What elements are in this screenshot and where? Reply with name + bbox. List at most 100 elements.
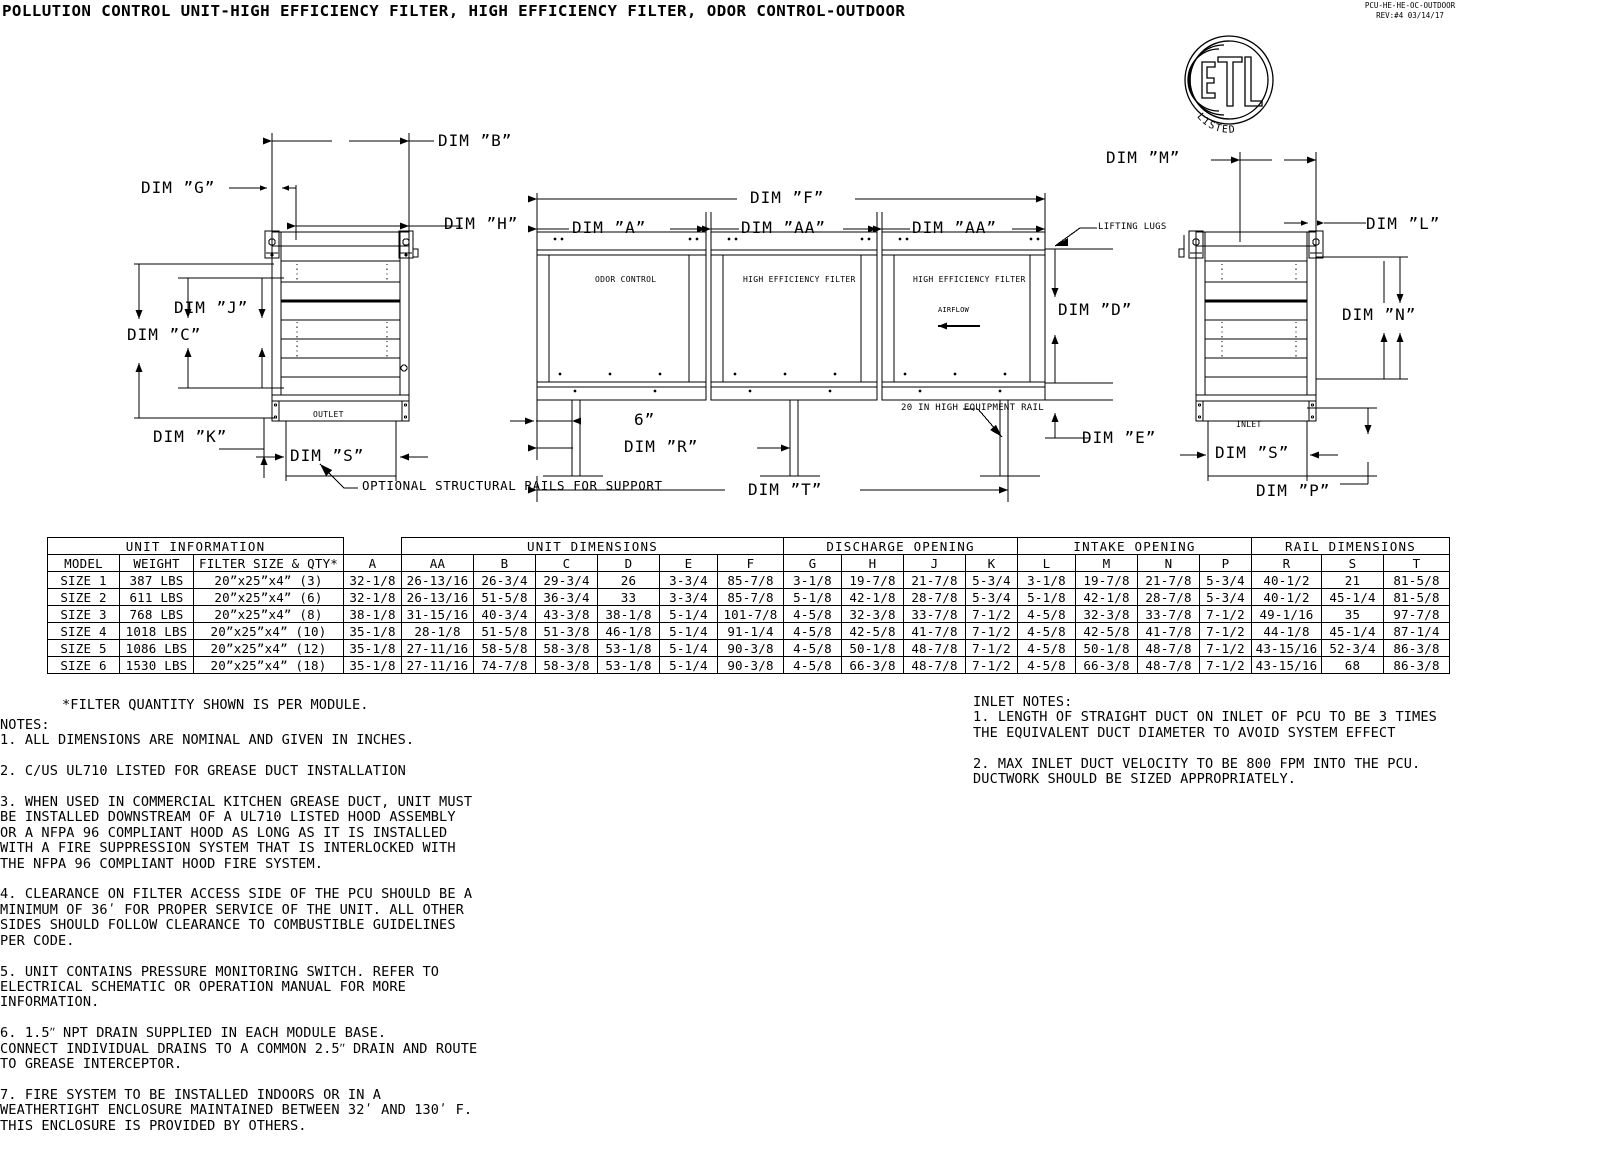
dim-label-m: DIM ”M” (1106, 148, 1181, 167)
table-cell: 4-5/8 (783, 605, 842, 623)
dim-label-aa-2: DIM ”AA” (912, 218, 998, 237)
table-column-header: J (903, 554, 966, 572)
table-cell: 38-1/8 (343, 605, 402, 623)
table-cell: 1086 LBS (119, 639, 194, 657)
lifting-lugs-label: LIFTING LUGS (1098, 222, 1167, 232)
table-cell: 86-3/8 (1383, 639, 1450, 657)
table-cell: 32-1/8 (343, 588, 402, 606)
table-cell: 35-1/8 (343, 622, 402, 640)
table-cell: 58-3/8 (535, 656, 598, 674)
table-cell: 5-3/4 (965, 588, 1018, 606)
dim-label-j: DIM ”J” (174, 298, 249, 317)
drawing-number-block: PCU-HE-HE-OC-OUTDOOR REV:#4 03/14/17 (1340, 1, 1480, 21)
table-cell: 7-1/2 (965, 605, 1018, 623)
table-group-header: UNIT INFORMATION (47, 537, 344, 555)
table-cell: 5-3/4 (1199, 588, 1252, 606)
table-cell: 44-1/8 (1251, 622, 1322, 640)
dim-label-e: DIM ”E” (1082, 428, 1157, 447)
table-cell: 20”x25”x4” (18) (193, 656, 344, 674)
table-cell: 36-3/4 (535, 588, 598, 606)
table-cell: 21-7/8 (903, 571, 966, 589)
table-column-header: MODEL (47, 554, 120, 572)
table-cell: 5-1/4 (659, 639, 718, 657)
table-cell: 41-7/8 (903, 622, 966, 640)
table-cell: 48-7/8 (1137, 656, 1200, 674)
table-cell: 35 (1321, 605, 1384, 623)
airflow-label: AIRFLOW (938, 306, 969, 314)
table-cell: 49-1/16 (1251, 605, 1322, 623)
table-cell: 3-1/8 (1017, 571, 1076, 589)
table-cell: SIZE 4 (47, 622, 120, 640)
table-column-header: E (659, 554, 718, 572)
dim-label-d: DIM ”D” (1058, 300, 1133, 319)
table-cell: 28-7/8 (1137, 588, 1200, 606)
table-column-header: G (783, 554, 842, 572)
table-column-header: WEIGHT (119, 554, 194, 572)
table-column-header: N (1137, 554, 1200, 572)
table-cell: 45-1/4 (1321, 622, 1384, 640)
table-cell: 58-5/8 (473, 639, 536, 657)
table-cell: 86-3/8 (1383, 656, 1450, 674)
table-cell: 50-1/8 (841, 639, 904, 657)
table-cell: 7-1/2 (1199, 605, 1252, 623)
table-cell: 40-1/2 (1251, 588, 1322, 606)
general-notes-block: NOTES: 1. ALL DIMENSIONS ARE NOMINAL AND… (0, 717, 478, 1134)
dim-label-b: DIM ”B” (438, 131, 513, 150)
table-cell: SIZE 6 (47, 656, 120, 674)
table-column-header: T (1383, 554, 1450, 572)
table-cell: 27-11/16 (401, 656, 474, 674)
module-label-high-efficiency-filter-1: HIGH EFFICIENCY FILTER (743, 275, 856, 284)
dim-label-s-inlet: DIM ”S” (1215, 443, 1290, 462)
optional-structural-rails-note: OPTIONAL STRUCTURAL RAILS FOR SUPPORT (362, 478, 663, 493)
table-column-header: S (1321, 554, 1384, 572)
table-cell: 26-13/16 (401, 571, 474, 589)
table-cell: 28-7/8 (903, 588, 966, 606)
dim-label-g: DIM ”G” (141, 178, 216, 197)
table-cell: 7-1/2 (965, 656, 1018, 674)
dim-label-k: DIM ”K” (153, 427, 228, 446)
table-cell: 41-7/8 (1137, 622, 1200, 640)
table-cell: 91-1/4 (717, 622, 784, 640)
dim-label-6-inch: 6” (634, 410, 656, 429)
table-cell: 50-1/8 (1075, 639, 1138, 657)
dim-label-n: DIM ”N” (1342, 305, 1417, 324)
table-cell: 51-3/8 (535, 622, 598, 640)
table-cell: 5-1/8 (1017, 588, 1076, 606)
table-cell: 3-1/8 (783, 571, 842, 589)
module-label-odor-control: ODOR CONTROL (595, 275, 657, 284)
table-cell: 46-1/8 (597, 622, 660, 640)
table-cell: 20”x25”x4” (12) (193, 639, 344, 657)
svg-text:LISTED: LISTED (1195, 111, 1237, 136)
table-cell: SIZE 1 (47, 571, 120, 589)
table-cell: 48-7/8 (1137, 639, 1200, 657)
table-cell: 81-5/8 (1383, 588, 1450, 606)
table-cell: 33 (597, 588, 660, 606)
equipment-rail-label: 20 IN HIGH EQUIPMENT RAIL (901, 403, 1044, 413)
table-cell: 43-3/8 (535, 605, 598, 623)
table-cell: 52-3/4 (1321, 639, 1384, 657)
table-cell: 19-7/8 (841, 571, 904, 589)
table-group-header: UNIT DIMENSIONS (401, 537, 784, 555)
drawing-number: PCU-HE-HE-OC-OUTDOOR (1364, 1, 1456, 10)
table-cell: 21-7/8 (1137, 571, 1200, 589)
table-cell: 68 (1321, 656, 1384, 674)
table-cell: 19-7/8 (1075, 571, 1138, 589)
table-cell: 387 LBS (119, 571, 194, 589)
table-cell: 7-1/2 (1199, 639, 1252, 657)
table-cell: 42-1/8 (1075, 588, 1138, 606)
dim-label-s-outlet: DIM ”S” (290, 446, 365, 465)
table-column-header: L (1017, 554, 1076, 572)
drawing-revision: REV:#4 03/14/17 (1376, 11, 1444, 20)
table-cell: 26 (597, 571, 660, 589)
table-cell: 28-1/8 (401, 622, 474, 640)
dim-label-c: DIM ”C” (127, 325, 202, 344)
table-cell: SIZE 3 (47, 605, 120, 623)
table-group-header (343, 537, 402, 555)
table-cell: 20”x25”x4” (10) (193, 622, 344, 640)
table-cell: 40-1/2 (1251, 571, 1322, 589)
table-cell: 7-1/2 (1199, 656, 1252, 674)
table-cell: 7-1/2 (965, 622, 1018, 640)
